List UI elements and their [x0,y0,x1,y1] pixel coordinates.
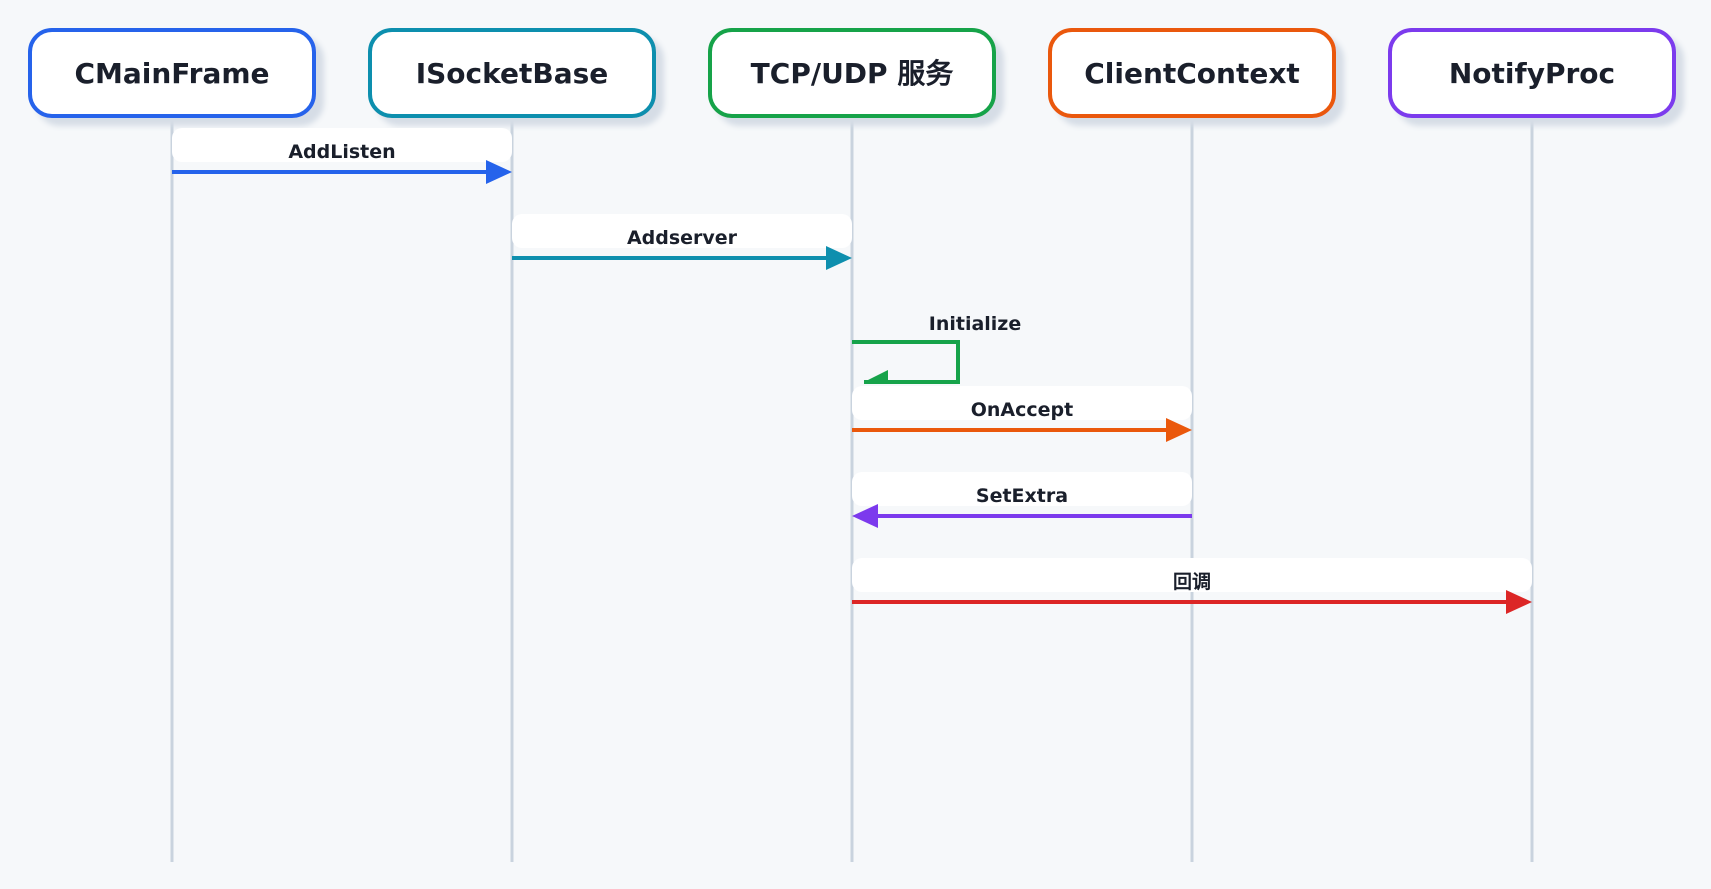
message-arrow-line [852,340,960,384]
participant-isocketbase: ISocketBase [368,28,656,118]
participant-clientcontext: ClientContext [1048,28,1336,118]
message-label-background [852,472,1192,506]
participant-box [708,28,996,118]
message-label-background [852,558,1532,592]
arrowhead [826,246,852,270]
participant-box [1388,28,1676,118]
message-label-background [512,214,852,248]
participant-label: ISocketBase [416,57,609,90]
message-label-background [852,386,1192,420]
message-label: SetExtra [976,485,1068,507]
arrowhead [1166,418,1192,442]
arrowhead [864,370,888,382]
participants: CMainFrame ISocketBase TCP/UDP 服务 ClientCon… [28,28,1676,118]
message-1: AddListen [172,128,512,184]
participant-notifyproc: NotifyProc [1388,28,1676,118]
arrowhead [852,504,878,528]
message-label: 回调 [1173,571,1211,593]
participant-label: TCP/UDP 服务 [751,57,954,90]
participant-tcpudp: TCP/UDP 服务 [708,28,996,118]
message-2: Addserver [512,214,852,270]
participant-cmainframe: CMainFrame [28,28,316,118]
participant-box [1048,28,1336,118]
message-label: OnAccept [971,399,1073,421]
participant-label: ClientContext [1084,57,1300,90]
message-4: OnAccept [852,386,1192,442]
arrowhead [1506,590,1532,614]
participant-label: NotifyProc [1449,57,1615,90]
message-5: SetExtra [852,472,1192,528]
message-label-background [172,128,512,162]
message-6: 回调 [852,558,1532,614]
message-label: Addserver [627,227,738,249]
arrowhead [486,160,512,184]
message-3: Initialize [852,313,1022,384]
message-label: Initialize [929,313,1022,335]
messages: AddListenAddserverInitializeOnAcceptSetE… [172,128,1532,614]
message-label: AddListen [288,141,395,163]
participant-label: CMainFrame [74,57,269,90]
participant-box [368,28,656,118]
participant-box [28,28,316,118]
